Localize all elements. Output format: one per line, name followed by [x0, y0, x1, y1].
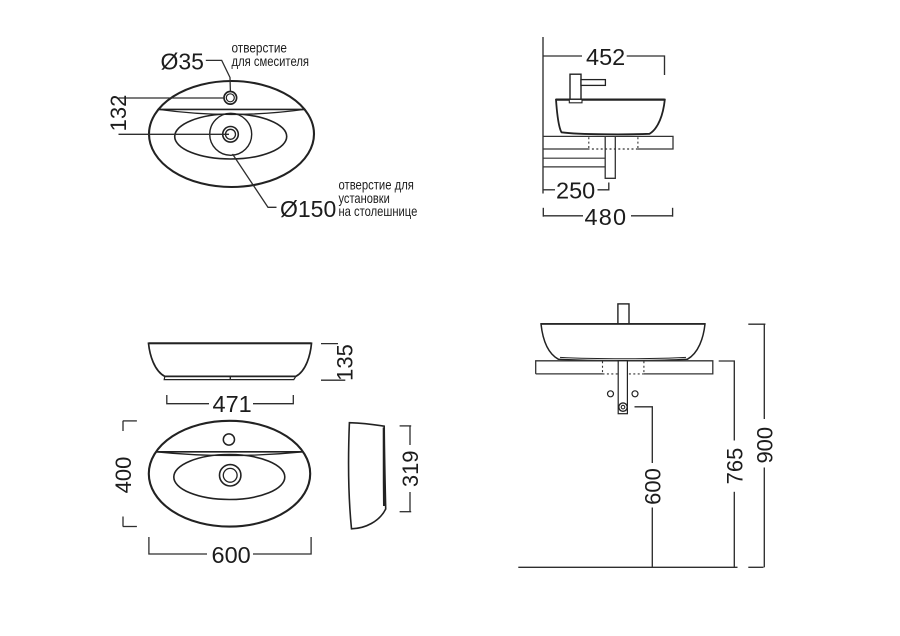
- svg-text:250: 250: [556, 177, 595, 203]
- svg-text:400: 400: [111, 457, 136, 494]
- svg-text:319: 319: [398, 450, 423, 487]
- svg-text:Ø150: Ø150: [280, 196, 336, 222]
- svg-text:132: 132: [106, 95, 131, 132]
- svg-text:на столешнице: на столешнице: [339, 203, 418, 219]
- svg-text:471: 471: [213, 391, 252, 417]
- svg-text:установки: установки: [339, 190, 390, 206]
- svg-text:отверстие: отверстие: [232, 40, 288, 56]
- svg-text:600: 600: [640, 468, 665, 505]
- svg-text:480: 480: [585, 204, 628, 230]
- svg-text:765: 765: [722, 448, 747, 485]
- svg-text:отверстие для: отверстие для: [339, 177, 414, 193]
- svg-text:135: 135: [333, 344, 358, 381]
- svg-text:600: 600: [212, 542, 251, 568]
- svg-text:для смесителя: для смесителя: [232, 53, 310, 69]
- svg-text:452: 452: [586, 44, 625, 70]
- svg-text:Ø35: Ø35: [161, 48, 204, 74]
- svg-text:900: 900: [752, 427, 777, 464]
